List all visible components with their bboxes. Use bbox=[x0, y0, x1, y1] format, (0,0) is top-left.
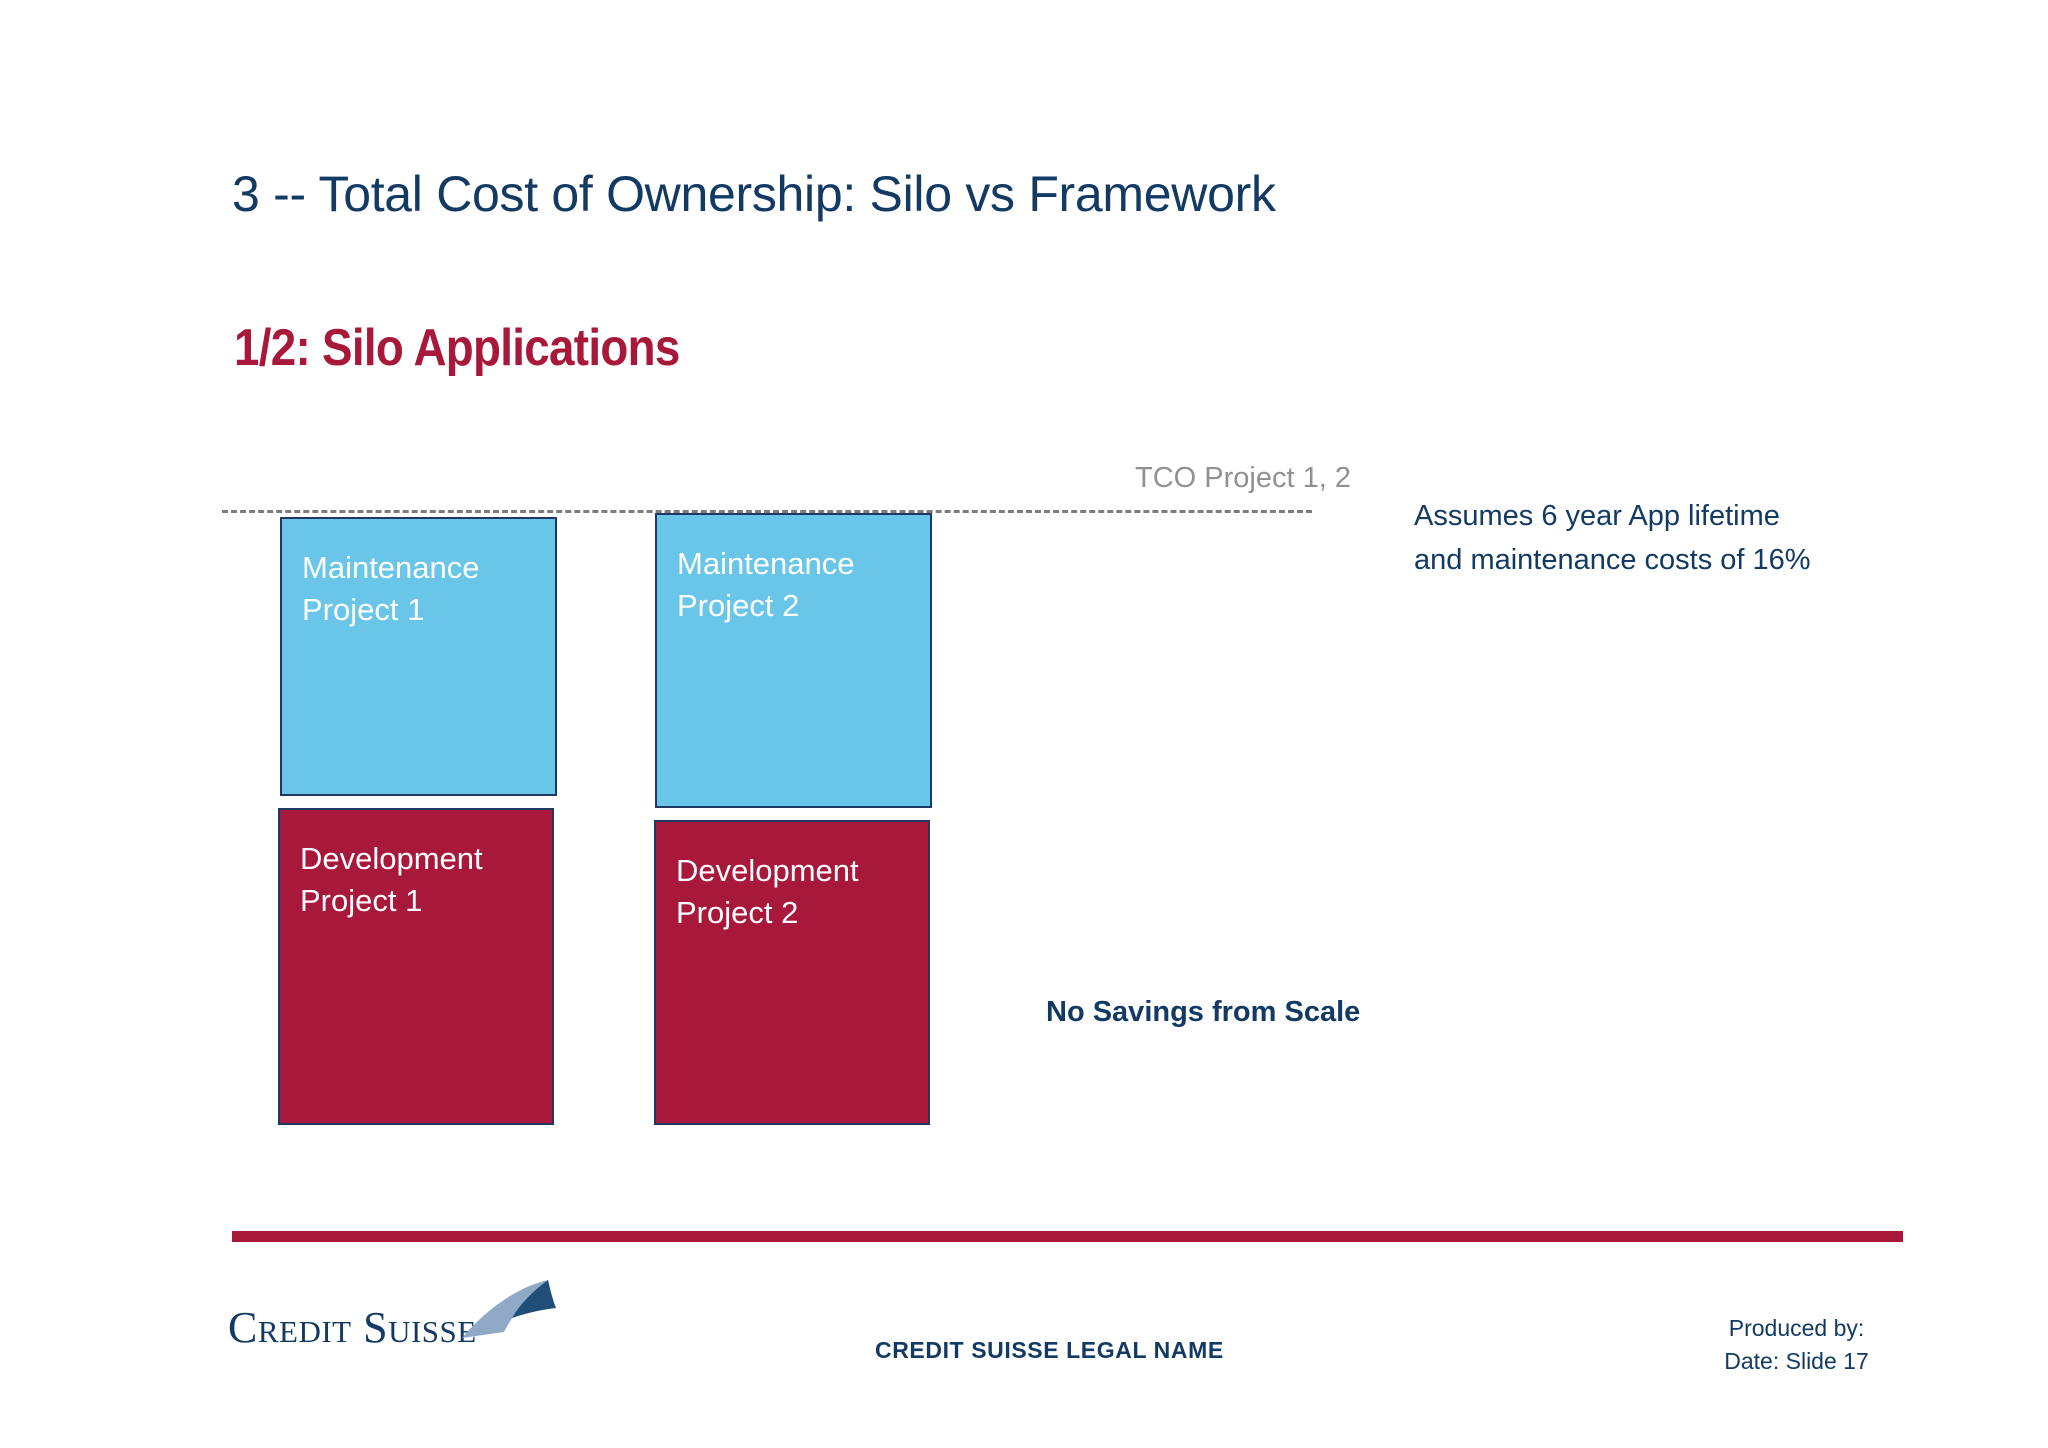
segment-label-line2: Project 1 bbox=[302, 591, 425, 627]
footer-divider bbox=[232, 1231, 1903, 1242]
tco-reference-line bbox=[222, 510, 1312, 513]
produced-by-label: Produced by: bbox=[1728, 1315, 1865, 1341]
bar-segment-development-project-2: Development Project 2 bbox=[654, 820, 930, 1125]
credit-suisse-logo: Credit Suisse bbox=[228, 1278, 558, 1356]
segment-label-line2: Project 2 bbox=[676, 894, 799, 930]
footer-legal-name: CREDIT SUISSE LEGAL NAME bbox=[875, 1337, 1224, 1363]
logo-wordmark: Credit Suisse bbox=[228, 1303, 477, 1352]
chart-assumption-note: Assumes 6 year App lifetime and maintena… bbox=[1414, 494, 1811, 582]
segment-label-line1: Maintenance bbox=[677, 546, 855, 581]
assumption-line2: and maintenance costs of 16% bbox=[1414, 544, 1811, 577]
footer-produced-by: Produced by: Date: Slide 17 bbox=[1690, 1312, 1903, 1377]
segment-label-line1: Maintenance bbox=[302, 550, 480, 585]
segment-label-line1: Development bbox=[300, 841, 483, 876]
bar-segment-development-project-1: Development Project 1 bbox=[278, 808, 554, 1125]
assumption-line1: Assumes 6 year App lifetime bbox=[1414, 500, 1780, 532]
sail-swoosh-icon bbox=[462, 1280, 556, 1338]
date-slide-label: Date: Slide 17 bbox=[1724, 1347, 1869, 1374]
segment-label-line2: Project 1 bbox=[300, 882, 423, 918]
page-subtitle: 1/2: Silo Applications bbox=[234, 319, 680, 377]
bar-segment-maintenance-project-1: Maintenance Project 1 bbox=[280, 517, 557, 796]
chart-reference-label: TCO Project 1, 2 bbox=[1135, 462, 1351, 494]
chart-callout-no-savings: No Savings from Scale bbox=[1046, 996, 1361, 1028]
page-title: 3 -- Total Cost of Ownership: Silo vs Fr… bbox=[232, 166, 1276, 222]
segment-label-line2: Project 2 bbox=[677, 587, 800, 623]
bar-segment-maintenance-project-2: Maintenance Project 2 bbox=[655, 513, 932, 808]
segment-label-line1: Development bbox=[676, 853, 859, 888]
